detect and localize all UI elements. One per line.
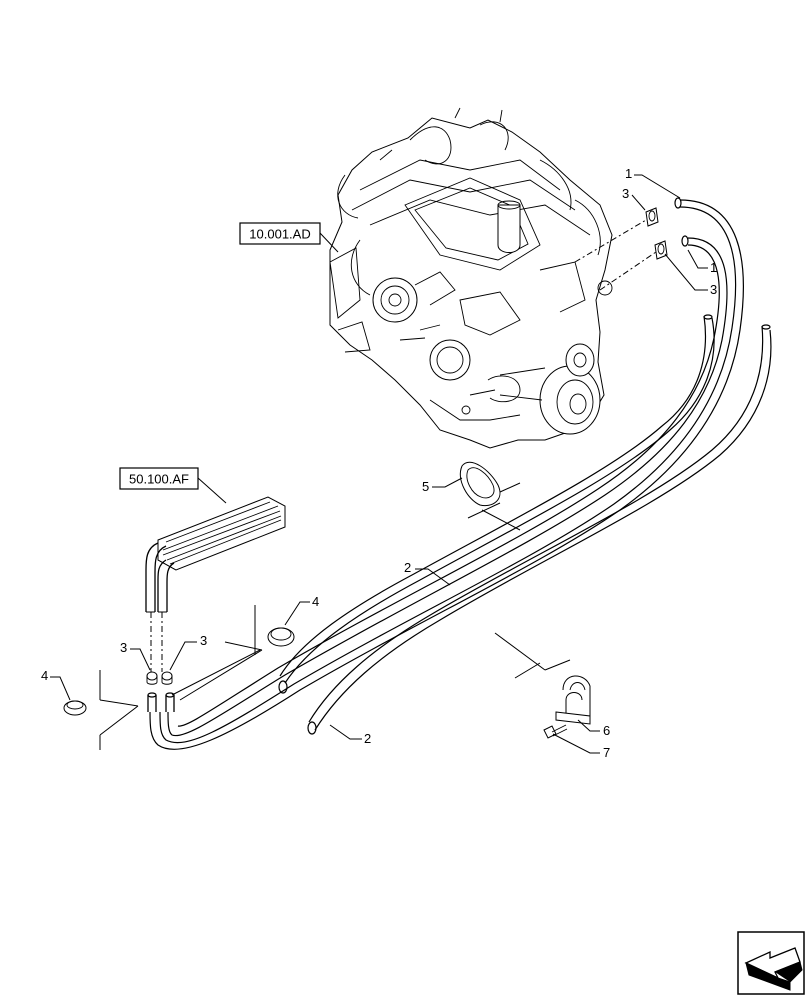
heater-core-illustration (145, 496, 286, 613)
section-marks (99, 482, 571, 750)
reference-heater-label: 50.100.AF (129, 472, 189, 487)
ring-clamp-right (267, 627, 295, 647)
callout-5: 5 (422, 479, 429, 494)
callout-7: 7 (603, 745, 610, 760)
callout-3-engine-upper: 3 (622, 186, 629, 201)
clamp-engine-lower (654, 240, 668, 260)
callout-6: 6 (603, 723, 610, 738)
next-page-arrow-icon[interactable] (737, 931, 805, 995)
callout-4-left: 4 (41, 668, 48, 683)
clamp-heater-left (146, 671, 158, 685)
callout-3-heater-left: 3 (120, 640, 127, 655)
engine-illustration (329, 107, 613, 449)
bolt (543, 724, 568, 739)
callout-4-right: 4 (312, 594, 319, 609)
grommet (460, 461, 501, 507)
callout-3-engine-lower: 3 (710, 282, 717, 297)
callout-3-heater-right: 3 (200, 633, 207, 648)
reference-engine-label: 10.001.AD (249, 227, 310, 242)
callout-2-upper: 2 (404, 560, 411, 575)
callout-leaders (50, 174, 708, 754)
clamp-heater-right (161, 671, 173, 685)
reference-box-engine[interactable]: 10.001.AD (239, 222, 321, 245)
callout-numbers: 1 3 1 3 2 2 5 4 4 3 3 6 7 (41, 166, 717, 760)
hose-bracket (555, 675, 591, 725)
reference-box-heater[interactable]: 50.100.AF (119, 467, 199, 490)
callout-1-upper: 1 (625, 166, 632, 181)
callout-1-lower: 1 (710, 260, 717, 275)
ring-clamp-left (63, 700, 87, 716)
clamp-engine-upper (645, 207, 659, 227)
callout-2-lower: 2 (364, 731, 371, 746)
hose-bundle (147, 197, 772, 750)
